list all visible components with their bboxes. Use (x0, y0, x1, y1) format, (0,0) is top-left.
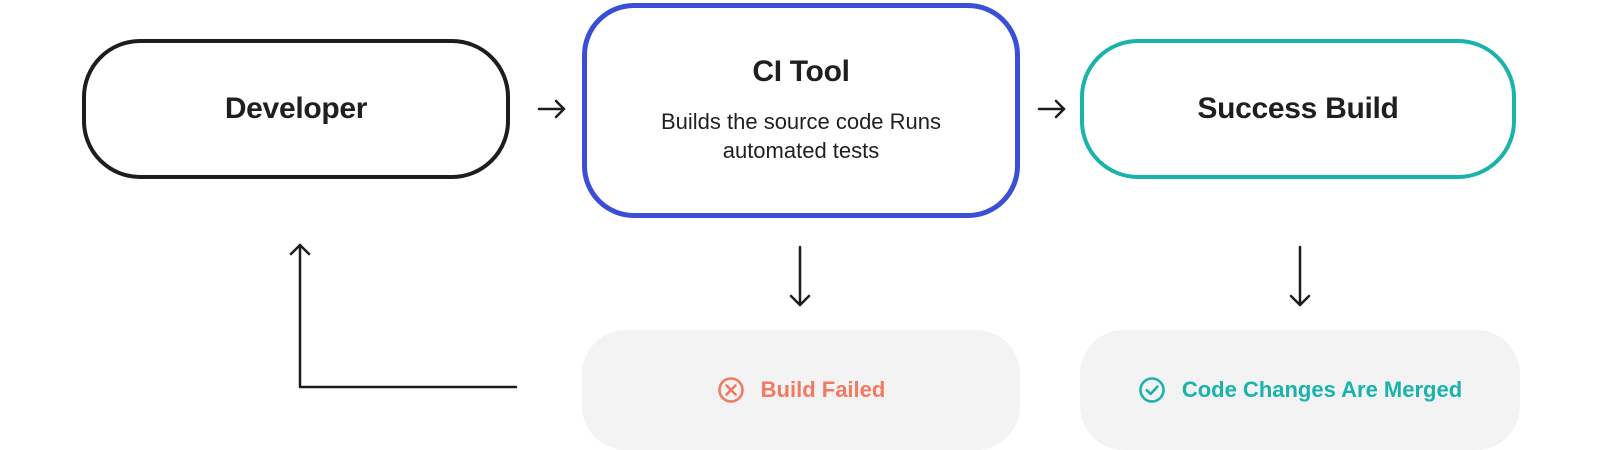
arrow-ci-to-success (1037, 99, 1066, 119)
arrow-ci-to-failed (789, 245, 811, 307)
arrow-failed-back-to-developer (289, 243, 518, 389)
arrow-success-to-merged (1289, 245, 1311, 307)
arrow-developer-to-ci (537, 99, 566, 119)
developer-title: Developer (224, 92, 368, 125)
developer-node: Developer (82, 39, 510, 179)
success-build-node: Success Build (1080, 39, 1516, 179)
build-failed-label: Build Failed (760, 377, 886, 402)
build-failed-outcome: Build Failed (582, 330, 1020, 450)
ci-tool-node: CI Tool Builds the source code Runs auto… (582, 3, 1020, 218)
x-circle-icon (717, 377, 744, 403)
success-build-title: Success Build (1197, 92, 1399, 125)
ci-tool-title: CI Tool (752, 54, 850, 88)
code-merged-label: Code Changes Are Merged (1181, 377, 1463, 402)
code-merged-outcome: Code Changes Are Merged (1080, 330, 1520, 450)
check-circle-icon (1139, 377, 1165, 403)
ci-tool-description: Builds the source code Runs automated te… (660, 108, 942, 163)
